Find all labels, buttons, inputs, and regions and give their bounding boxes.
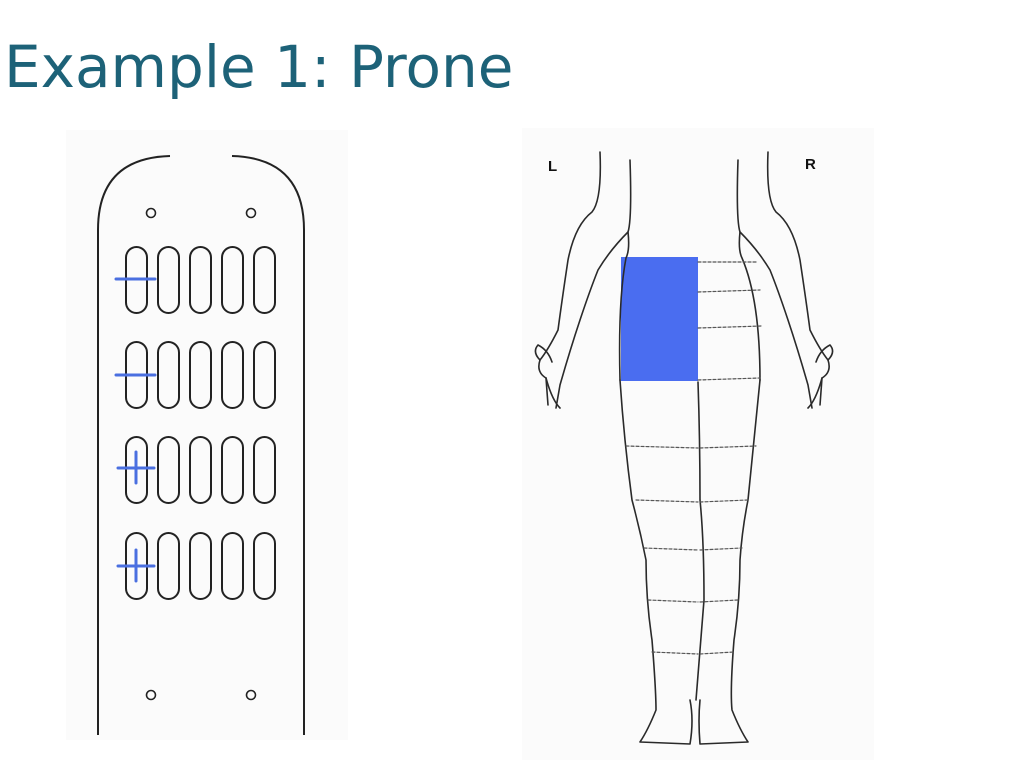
pad-board-outline bbox=[97, 155, 305, 735]
right-leg-outer bbox=[698, 379, 761, 745]
treatment-area-highlight bbox=[621, 257, 698, 381]
mount-hole-top-left bbox=[145, 207, 157, 219]
slot-row-3 bbox=[125, 436, 276, 504]
body-chart-panel bbox=[522, 128, 874, 760]
body-outline-left bbox=[538, 151, 632, 409]
torso-right bbox=[738, 231, 761, 381]
right-side-label: R bbox=[805, 156, 816, 173]
plus-marker-row-3 bbox=[116, 450, 156, 485]
left-side-label: L bbox=[548, 158, 558, 175]
mount-hole-bottom-right bbox=[245, 689, 257, 701]
mount-hole-bottom-left bbox=[145, 689, 157, 701]
left-leg-inner bbox=[695, 381, 705, 701]
body-outline-right bbox=[736, 151, 830, 409]
right-hand bbox=[807, 344, 834, 409]
pad-board-panel bbox=[66, 130, 348, 740]
left-hand bbox=[534, 344, 561, 409]
region-grid bbox=[625, 261, 763, 655]
mount-hole-top-right bbox=[245, 207, 257, 219]
slide-title: Example 1: Prone bbox=[4, 33, 514, 101]
torso-left bbox=[618, 231, 630, 381]
plus-marker-row-4 bbox=[116, 548, 156, 583]
left-leg-outer bbox=[619, 379, 693, 745]
